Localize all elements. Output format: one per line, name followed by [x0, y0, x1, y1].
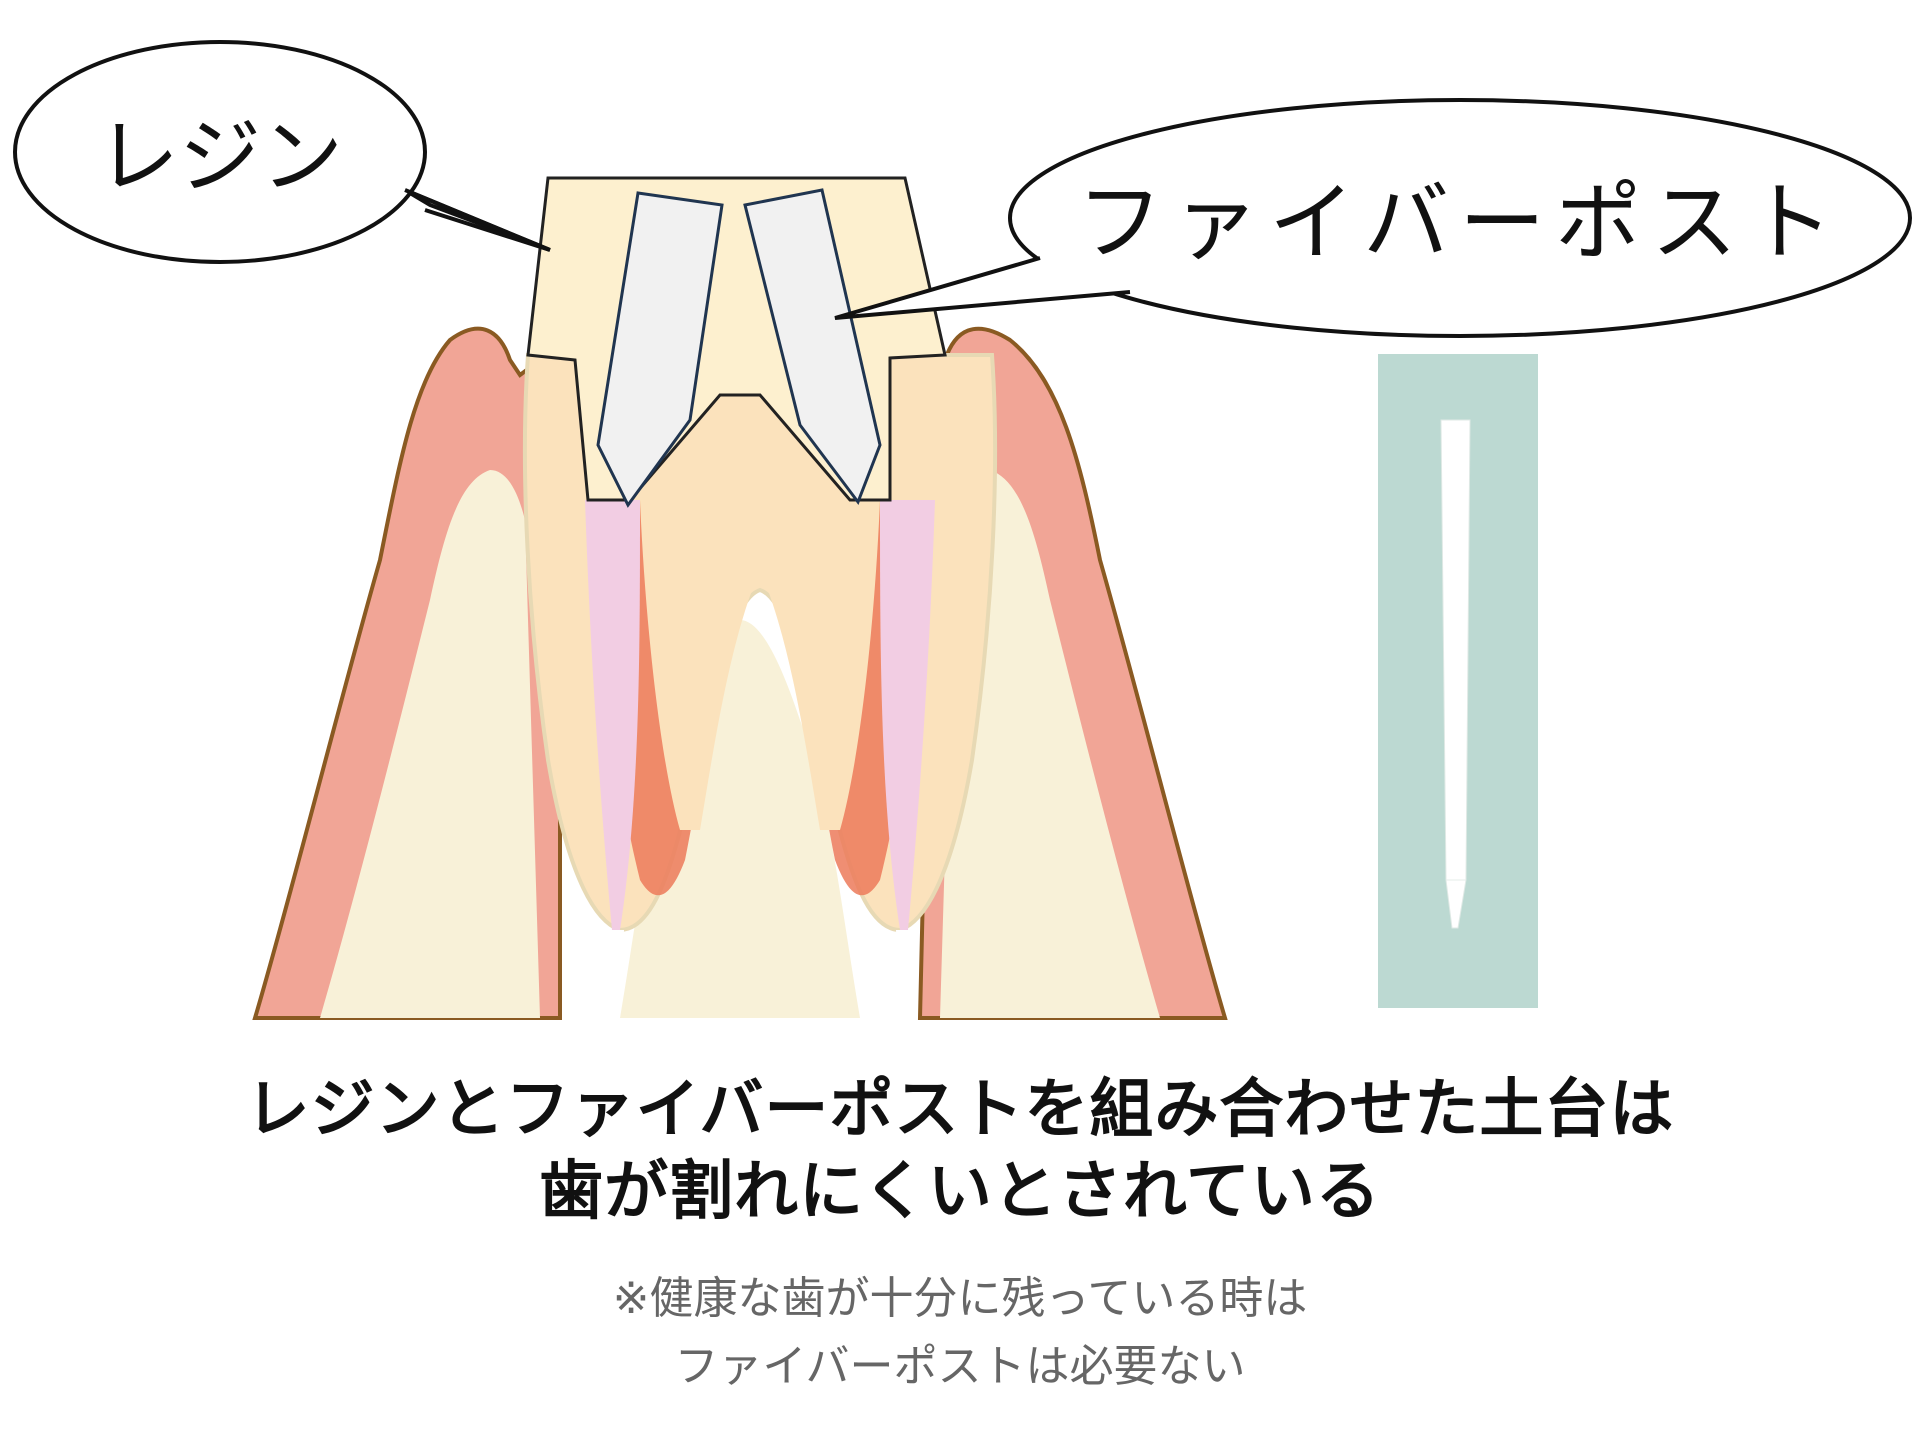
fiber-post-left [596, 191, 724, 508]
fiber-post-callout-tail [834, 256, 1131, 320]
note-line-1: ※健康な歯が十分に残っている時は [612, 1273, 1308, 1324]
dentin-inner [640, 500, 880, 830]
fiber-post-right [743, 188, 882, 506]
bone-center [620, 620, 860, 1018]
root-tip-right [896, 930, 912, 1018]
root-canal-right [880, 500, 935, 930]
caption-line-2: 歯が割れにくいとされている [539, 1155, 1381, 1229]
resin-callout-bubble [13, 40, 427, 264]
caption-line-1: レジンとファイバーポストを組み合わせた土台は [245, 1073, 1675, 1147]
fiber-post-callout-bubble [1008, 98, 1912, 338]
bone-left [320, 470, 540, 1018]
fiber-post-photo-rod [1440, 419, 1471, 929]
note-line-2: ファイバーポストは必要ない [674, 1341, 1246, 1392]
root-tip-left [608, 930, 624, 1018]
bone-right [940, 470, 1160, 1018]
root-canal-left [585, 500, 640, 930]
fiber-post-label: ファイバーポスト [1077, 173, 1843, 273]
resin-label: レジン [97, 110, 343, 205]
